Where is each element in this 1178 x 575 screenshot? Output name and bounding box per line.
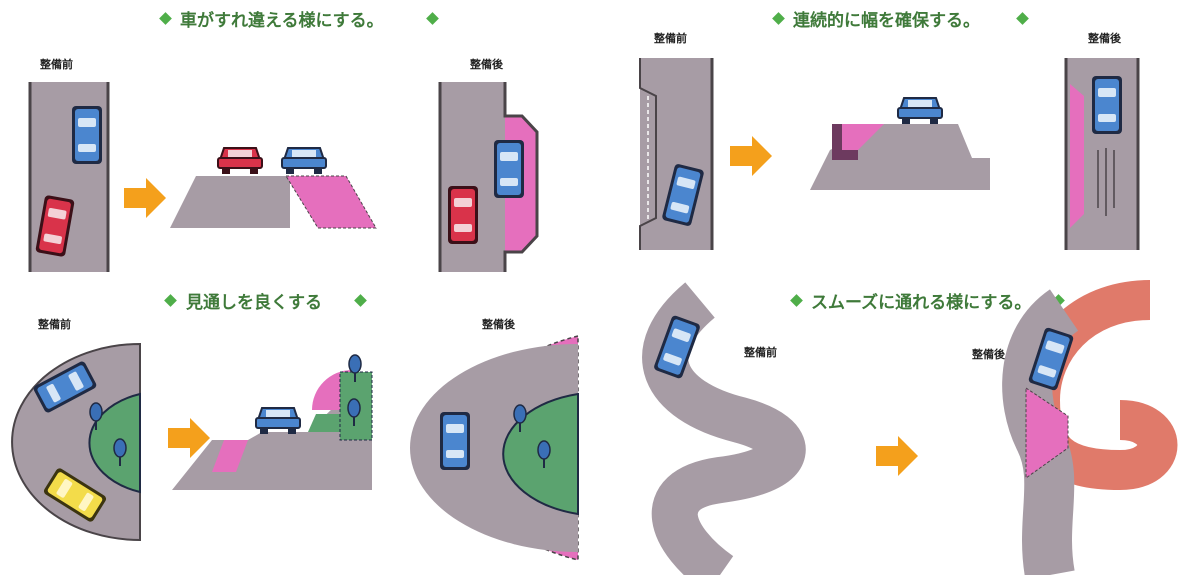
panel-title: スムーズに通れる様にする。: [811, 292, 1031, 313]
panel-title-diamond-left: [790, 294, 803, 307]
blue-car-front: [897, 97, 943, 125]
panel-smooth-passage: スムーズに通れる様にする。 整備前 整備後: [642, 280, 1178, 575]
after-label: 整備後: [1087, 31, 1122, 45]
slope-cross-section: [172, 354, 373, 490]
before-label: 整備前: [39, 57, 73, 71]
panel-passing: 車がすれ違える様にする。 整備前 整備後: [28, 10, 539, 272]
panel-visibility: 見通しを良くする 整備前 整備後: [11, 292, 579, 561]
panel-title-diamond-right: [354, 294, 367, 307]
arrow-icon: [876, 436, 918, 476]
before-label: 整備前: [743, 345, 777, 359]
panel-title-diamond-right: [1016, 12, 1029, 25]
widened-road-plan: [1064, 58, 1140, 250]
arrow-icon: [124, 178, 166, 218]
winding-road-before: [642, 282, 806, 575]
blue-car: [72, 106, 102, 164]
blue-car: [1092, 76, 1122, 134]
road-cross-section: [810, 97, 990, 190]
blue-car: [440, 412, 470, 470]
before-label: 整備前: [653, 31, 687, 45]
blue-car-front: [255, 407, 301, 435]
panel-title-diamond-left: [164, 294, 177, 307]
narrow-road-plan: [28, 82, 110, 272]
after-label: 整備後: [481, 317, 516, 331]
after-label: 整備後: [469, 57, 504, 71]
panel-title-diamond-right: [426, 12, 439, 25]
red-car-front: [217, 147, 263, 175]
blue-car: [494, 140, 524, 198]
curve-plan-after: [410, 335, 579, 561]
panel-title: 車がすれ違える様にする。: [180, 10, 384, 31]
after-label: 整備後: [971, 347, 1006, 361]
road-cross-section: [170, 147, 377, 229]
red-car: [448, 186, 478, 244]
panel-title-diamond-left: [159, 12, 172, 25]
before-label: 整備前: [37, 317, 71, 331]
panel-title: 連続的に幅を確保する。: [793, 10, 980, 31]
panel-title-diamond-left: [772, 12, 785, 25]
panel-continuous-width: 連続的に幅を確保する。 整備前 整備後: [639, 10, 1140, 250]
narrow-road-plan: [639, 58, 714, 250]
curve-plan-before: [11, 342, 141, 542]
panel-title: 見通しを良くする: [185, 292, 322, 313]
blue-car-front: [281, 147, 327, 175]
widened-road-plan: [438, 82, 539, 272]
winding-road-after: [1002, 280, 1178, 575]
arrow-icon: [730, 136, 772, 176]
